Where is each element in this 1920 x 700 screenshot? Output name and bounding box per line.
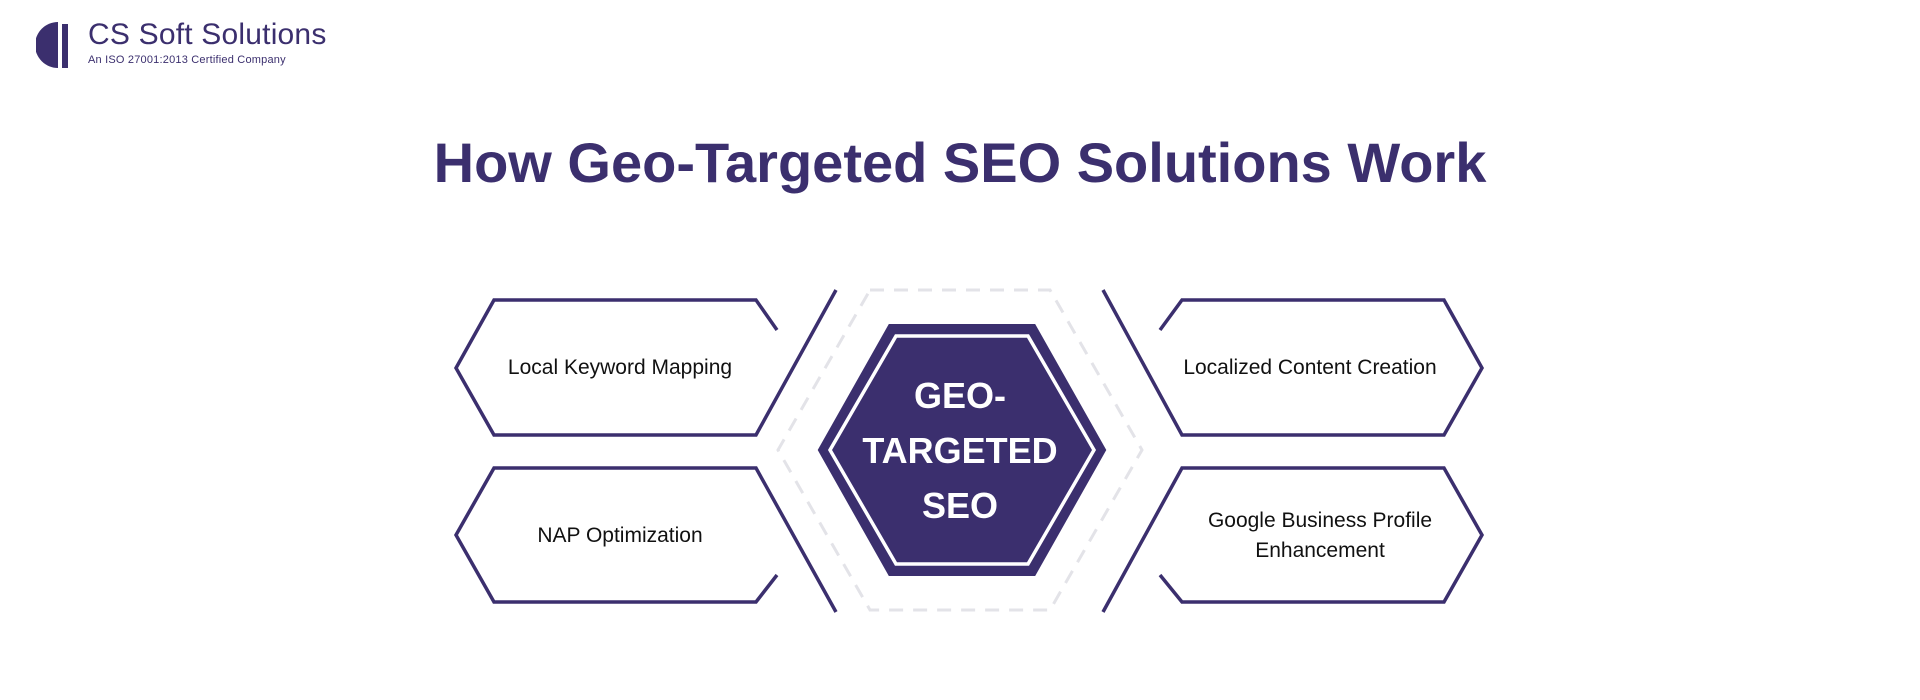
box-outline-bottom-right xyxy=(1101,466,1485,613)
box-outline-top-right xyxy=(1101,289,1485,437)
box-outline-bottom-left xyxy=(453,466,838,613)
center-hexagon-inner-outline xyxy=(827,334,1097,566)
item-nap-optimization: NAP Optimization xyxy=(537,524,703,547)
center-label: GEO- TARGETED SEO xyxy=(840,365,1080,535)
brand-logo[interactable]: CS Soft Solutions An ISO 27001:2013 Cert… xyxy=(36,18,327,70)
brand-text: CS Soft Solutions An ISO 27001:2013 Cert… xyxy=(88,18,327,67)
page-title: How Geo-Targeted SEO Solutions Work xyxy=(433,131,1487,194)
item-localized-content-creation: Localized Content Creation xyxy=(1183,356,1437,379)
center-label-line-3: SEO xyxy=(921,484,999,526)
item-google-business-profile-enhancement: Google Business Profile Enhancement xyxy=(1207,509,1433,562)
brand-tagline: An ISO 27001:2013 Certified Company xyxy=(88,54,286,66)
center-label-line-2: TARGETED xyxy=(862,429,1058,471)
logo-mark-icon xyxy=(36,22,68,68)
item-local-keyword-mapping: Local Keyword Mapping xyxy=(507,356,733,379)
center-label-line-1: GEO- xyxy=(913,374,1006,416)
box-outline-top-left xyxy=(453,289,838,437)
dashed-outer-hexagon xyxy=(776,288,1144,612)
center-hexagon xyxy=(817,324,1107,576)
brand-name: CS Soft Solutions xyxy=(88,18,327,51)
